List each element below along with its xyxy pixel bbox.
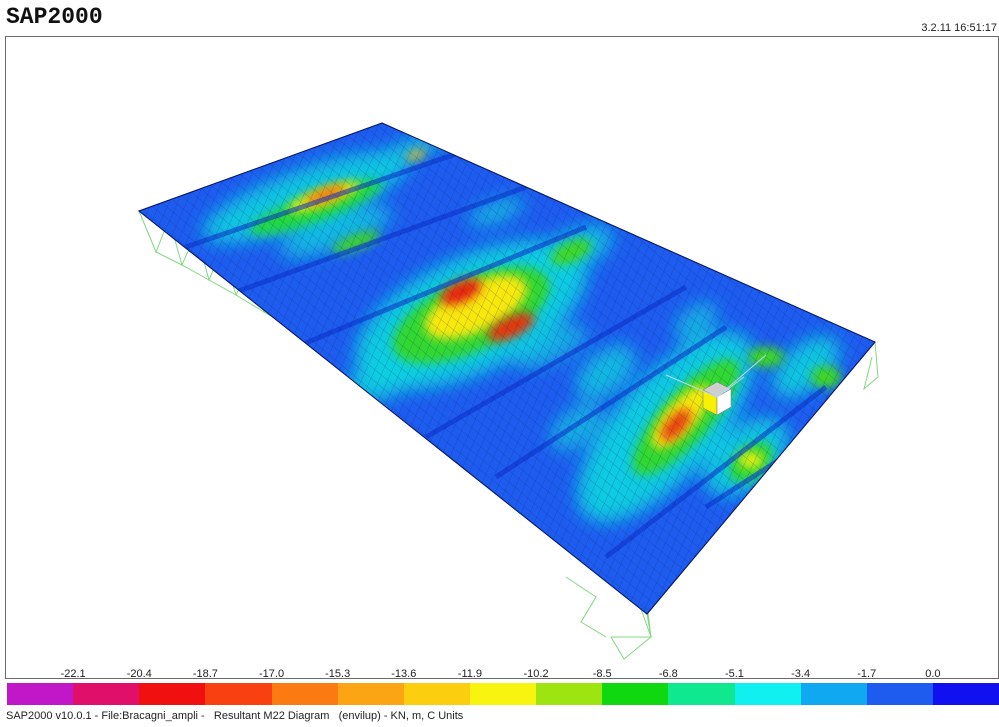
legend-value: -11.9 <box>457 668 483 680</box>
legend-value: -18.7 <box>192 668 218 680</box>
legend-swatch <box>139 683 206 705</box>
legend-value: -5.1 <box>724 668 744 680</box>
cube-icon[interactable] <box>702 381 732 416</box>
axis-indicator-icon <box>665 354 767 398</box>
shell-contour-plot[interactable] <box>6 37 999 679</box>
legend-swatch <box>932 683 999 705</box>
legend-swatch <box>7 683 74 705</box>
legend-swatch <box>602 683 669 705</box>
legend-swatch <box>536 683 603 705</box>
legend-swatch <box>337 683 404 705</box>
model-viewport[interactable] <box>5 36 999 679</box>
legend-value: 0.0 <box>925 668 941 680</box>
legend-value: -22.1 <box>60 668 86 680</box>
legend-swatch <box>866 683 933 705</box>
legend-value: -17.0 <box>258 668 285 680</box>
legend-swatch <box>73 683 140 705</box>
legend-swatch <box>668 683 735 705</box>
legend-swatch <box>205 683 272 705</box>
legend-swatch <box>734 683 801 705</box>
legend-value: -13.6 <box>391 668 417 680</box>
legend-values: -22.1 -20.4 -18.7 -17.0 -15.3 -13.6 -11.9 -10.2… <box>0 668 999 684</box>
color-legend-bar <box>7 683 999 705</box>
legend-value: -3.4 <box>791 668 811 680</box>
legend-swatch <box>403 683 470 705</box>
legend-value: -1.7 <box>857 668 877 680</box>
app-title: SAP2000 <box>6 4 103 30</box>
legend-swatch <box>800 683 867 705</box>
legend-value: -15.3 <box>325 668 351 680</box>
contour-fill <box>139 123 875 614</box>
legend-value: -6.8 <box>658 668 678 680</box>
status-bar: SAP2000 v10.0.1 - File:Bracagni_ampli - … <box>6 710 464 722</box>
legend-value: -20.4 <box>126 668 152 680</box>
legend-swatch <box>271 683 338 705</box>
legend-value: -10.2 <box>523 668 549 680</box>
legend-swatch <box>469 683 537 705</box>
legend-value: -8.5 <box>592 668 612 680</box>
timestamp: 3.2.11 16:51:17 <box>921 22 997 34</box>
